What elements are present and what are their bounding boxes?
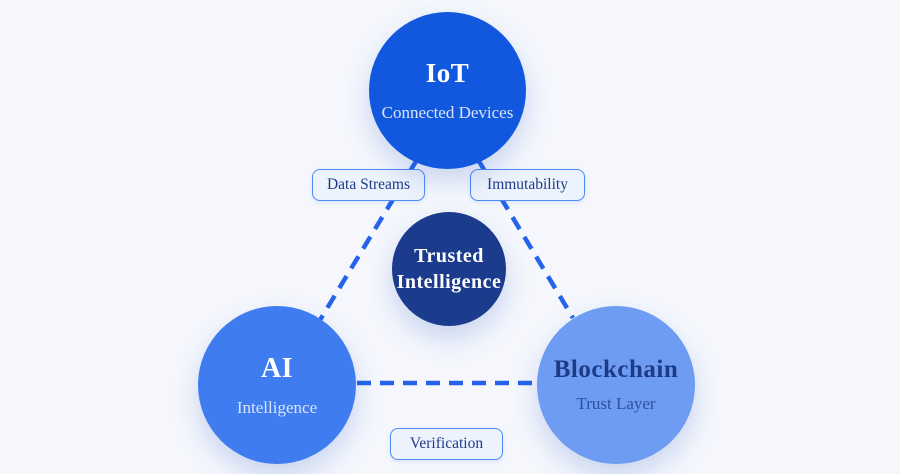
node-trusted-intelligence: Trusted Intelligence [392, 212, 506, 326]
node-ai-subtitle: Intelligence [236, 397, 318, 417]
edge-label-immutability-text: Immutability [487, 176, 568, 193]
edge-label-data-streams-text: Data Streams [326, 176, 411, 193]
node-iot-subtitle: Connected Devices [381, 103, 514, 122]
edge-label-verification-text: Verification [409, 435, 484, 452]
node-ai-title: AI [260, 352, 294, 384]
node-iot-title: IoT [425, 58, 470, 88]
node-trusted-title-line1: Trusted [414, 245, 484, 267]
node-blockchain-subtitle: Trust Layer [576, 394, 656, 413]
node-ai: AI Intelligence [198, 306, 356, 464]
node-trusted-title-line2: Intelligence [396, 271, 502, 293]
edge-label-verification: Verification [390, 428, 503, 460]
edge-label-immutability: Immutability [470, 169, 585, 201]
node-iot: IoT Connected Devices [369, 12, 526, 169]
node-blockchain-title: Blockchain [553, 356, 679, 383]
edge-label-data-streams: Data Streams [312, 169, 425, 201]
node-blockchain: Blockchain Trust Layer [537, 306, 695, 464]
